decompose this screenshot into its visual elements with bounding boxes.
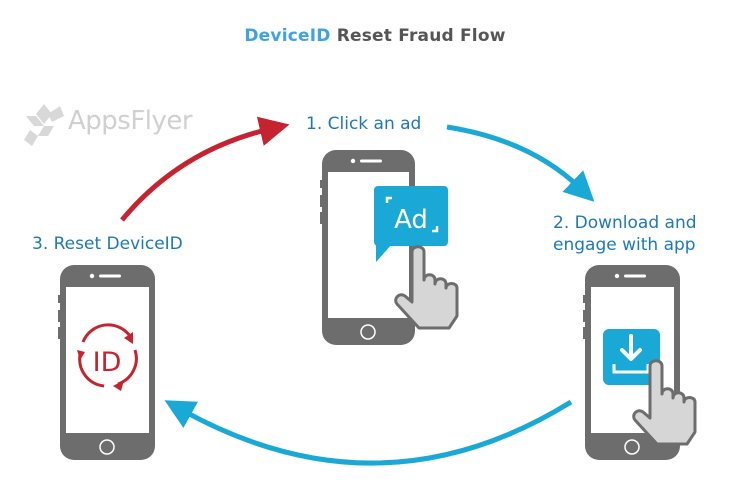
- logo-text: AppsFlyer: [68, 106, 193, 136]
- ad-bubble-icon: Ad: [374, 186, 448, 262]
- appsflyer-logo: AppsFlyer: [22, 100, 222, 150]
- arrow-click-to-download: [446, 124, 595, 202]
- step-3-label: 3. Reset DeviceID: [32, 234, 183, 254]
- appsflyer-logo-icon: [24, 104, 64, 146]
- step-2-label-line1: 2. Download and: [553, 213, 697, 233]
- step-2-label-line2: engage with app: [553, 235, 696, 255]
- title-accent: DeviceID: [244, 26, 331, 46]
- arrow-reset-to-click: [120, 116, 290, 222]
- diagram-title: DeviceID Reset Fraud Flow: [0, 26, 750, 46]
- arrow-download-to-reset: [164, 399, 573, 466]
- title-rest: Reset Fraud Flow: [336, 26, 506, 46]
- id-reset-icon: ID: [77, 323, 138, 391]
- download-app-icon: [603, 329, 660, 385]
- id-text: ID: [93, 347, 122, 378]
- hand-pointer-icon: [632, 359, 697, 446]
- phone-click-ad: [320, 150, 415, 345]
- step-1-label: 1. Click an ad: [306, 114, 422, 134]
- step-2-label: 2. Download and engage with app: [553, 212, 697, 256]
- hand-pointer-icon: [394, 245, 459, 330]
- ad-text: Ad: [394, 205, 428, 235]
